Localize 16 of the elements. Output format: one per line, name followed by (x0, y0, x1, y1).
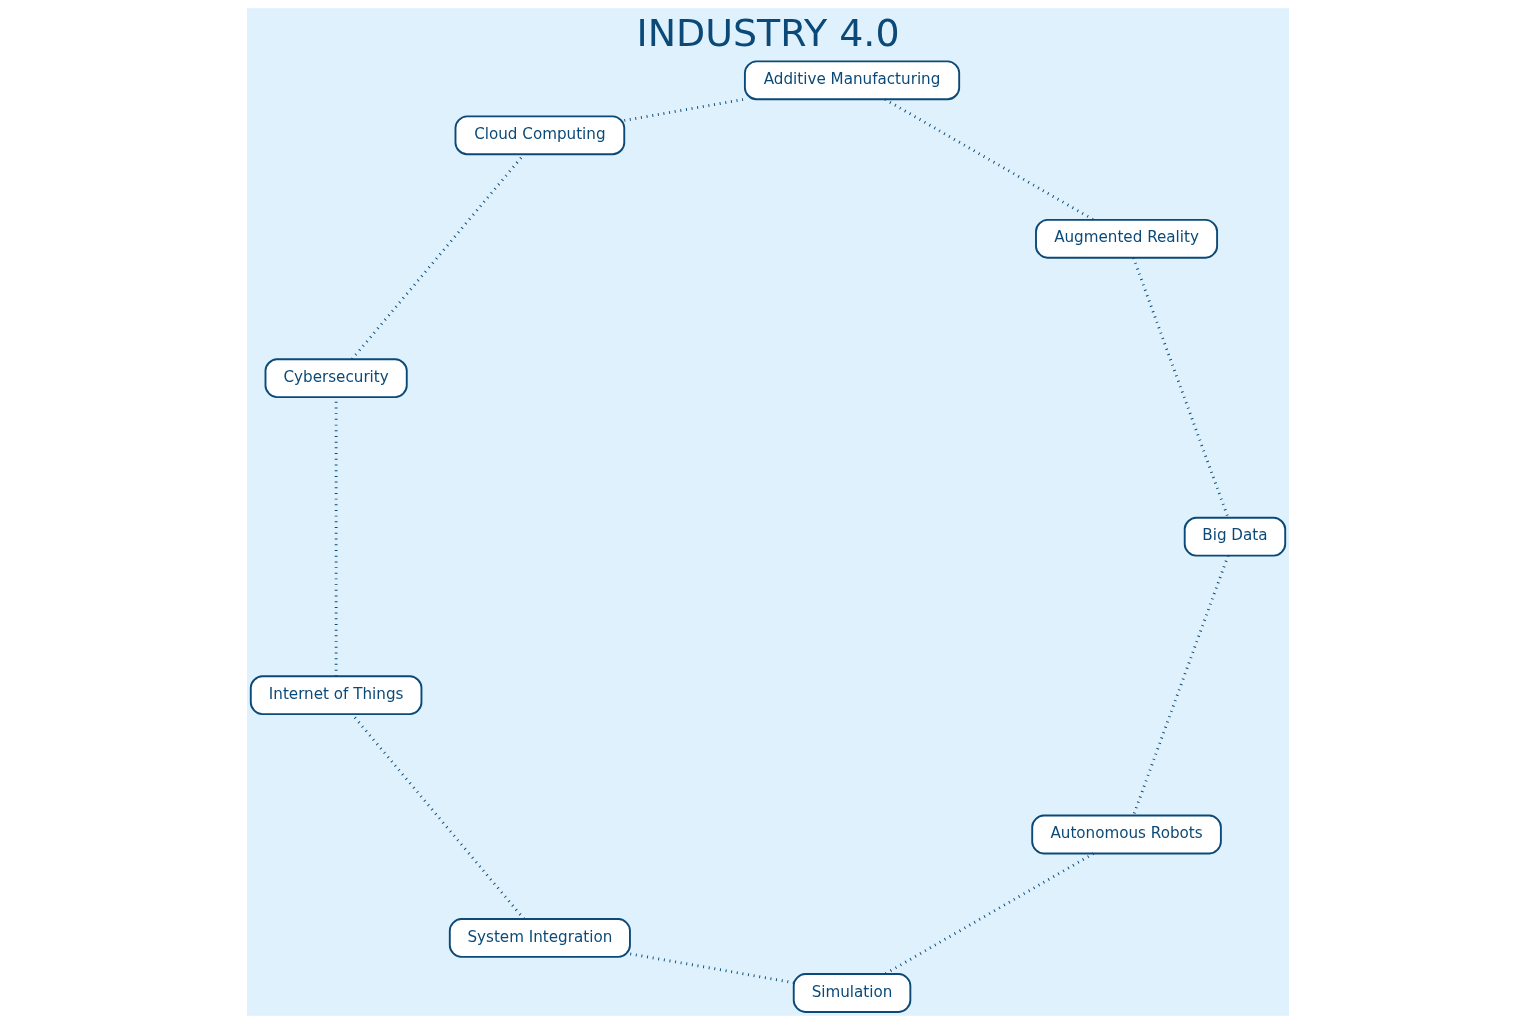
connector (1132, 555, 1230, 816)
node-box: System Integration (448, 918, 631, 958)
connector (1132, 257, 1230, 518)
node-box: Autonomous Robots (1031, 814, 1222, 855)
node-box: Additive Manufacturing (743, 60, 961, 101)
diagram-title: INDUSTRY 4.0 (636, 11, 900, 56)
connector (884, 852, 1095, 976)
connector (624, 97, 746, 122)
connector (884, 98, 1094, 221)
node-box: Simulation (792, 973, 912, 1013)
node-box: Big Data (1183, 516, 1287, 557)
connector (629, 952, 794, 985)
node-box: Cybersecurity (264, 358, 408, 399)
node-box: Internet of Things (249, 675, 423, 716)
node-box: Augmented Reality (1035, 218, 1219, 259)
node-box: Cloud Computing (454, 115, 626, 156)
